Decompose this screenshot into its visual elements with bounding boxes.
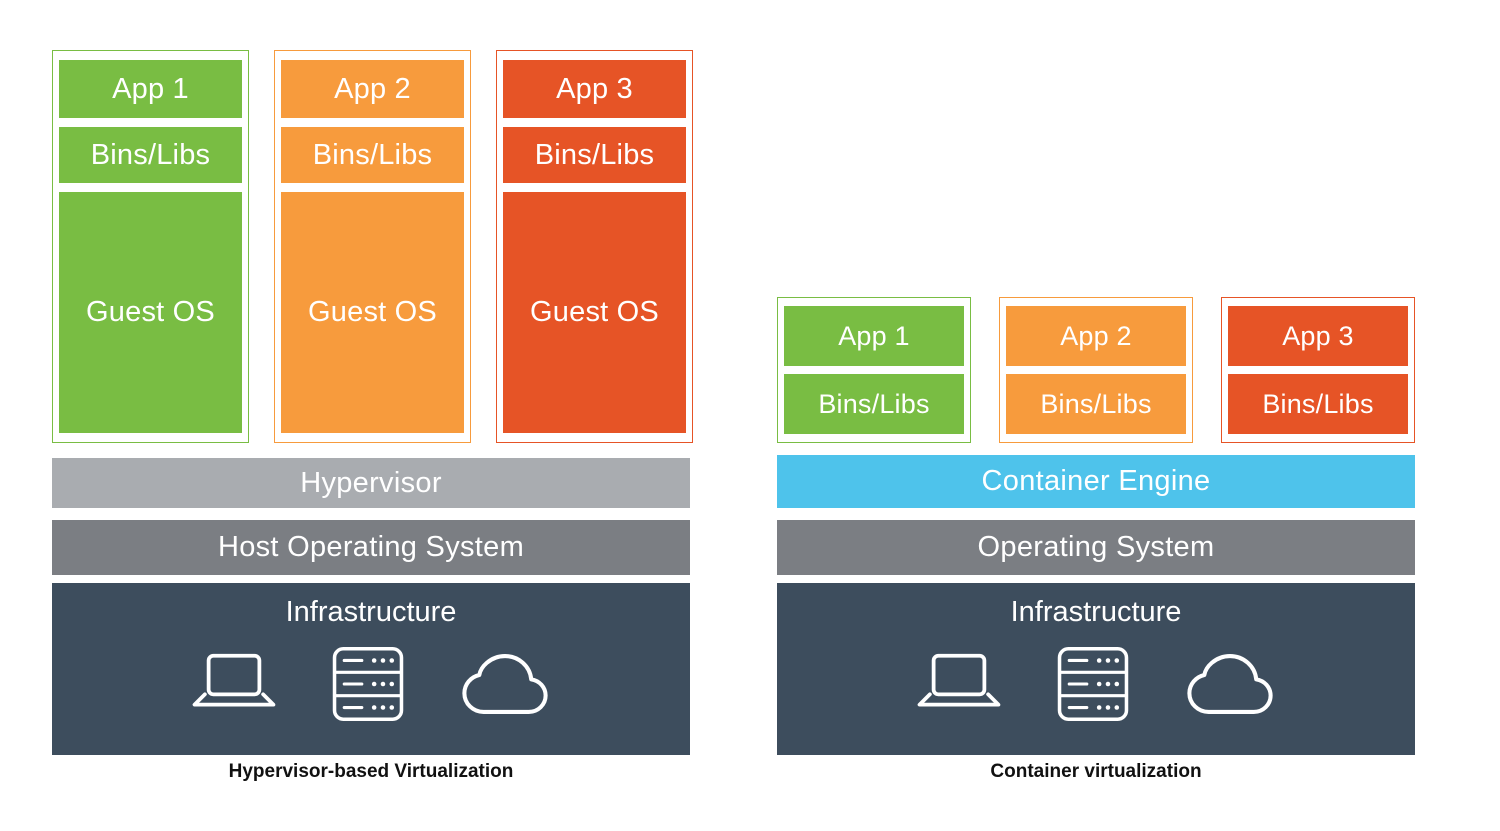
container-stack-3: App 3 Bins/Libs — [1221, 297, 1415, 443]
server-icon — [332, 647, 404, 721]
cloud-icon — [462, 654, 548, 714]
vm-stack-3: App 3 Bins/Libs Guest OS — [496, 50, 693, 443]
bins-libs-block: Bins/Libs — [59, 127, 242, 183]
app-1-block: App 1 — [59, 60, 242, 118]
container-engine-layer: Container Engine — [777, 455, 1415, 508]
bins-libs-block: Bins/Libs — [281, 127, 464, 183]
guest-os-block: Guest OS — [503, 192, 686, 433]
infrastructure-icons — [187, 645, 555, 723]
bins-libs-block: Bins/Libs — [1228, 374, 1408, 434]
infrastructure-label: Infrastructure — [285, 596, 457, 628]
app-3-block: App 3 — [503, 60, 686, 118]
laptop-icon — [192, 653, 276, 707]
cloud-icon — [1187, 654, 1273, 714]
right-diagram-caption: Container virtualization — [990, 761, 1202, 782]
infrastructure-layer-left: Infrastructure — [52, 583, 690, 755]
container-stack-1: App 1 Bins/Libs — [777, 297, 971, 443]
bins-libs-block: Bins/Libs — [1006, 374, 1186, 434]
laptop-icon — [917, 653, 1001, 707]
infrastructure-icons — [912, 645, 1280, 723]
bins-libs-block: Bins/Libs — [784, 374, 964, 434]
app-3-block: App 3 — [1228, 306, 1408, 366]
guest-os-block: Guest OS — [281, 192, 464, 433]
infrastructure-layer-right: Infrastructure — [777, 583, 1415, 755]
bins-libs-block: Bins/Libs — [503, 127, 686, 183]
server-icon — [1057, 647, 1129, 721]
container-stack-2: App 2 Bins/Libs — [999, 297, 1193, 443]
guest-os-block: Guest OS — [59, 192, 242, 433]
left-diagram-caption: Hypervisor-based Virtualization — [228, 761, 514, 782]
app-2-block: App 2 — [1006, 306, 1186, 366]
host-os-layer: Host Operating System — [52, 520, 690, 575]
hypervisor-layer: Hypervisor — [52, 458, 690, 508]
app-1-block: App 1 — [784, 306, 964, 366]
vm-stack-2: App 2 Bins/Libs Guest OS — [274, 50, 471, 443]
vm-stack-1: App 1 Bins/Libs Guest OS — [52, 50, 249, 443]
operating-system-layer: Operating System — [777, 520, 1415, 575]
infrastructure-label: Infrastructure — [1010, 596, 1182, 628]
app-2-block: App 2 — [281, 60, 464, 118]
